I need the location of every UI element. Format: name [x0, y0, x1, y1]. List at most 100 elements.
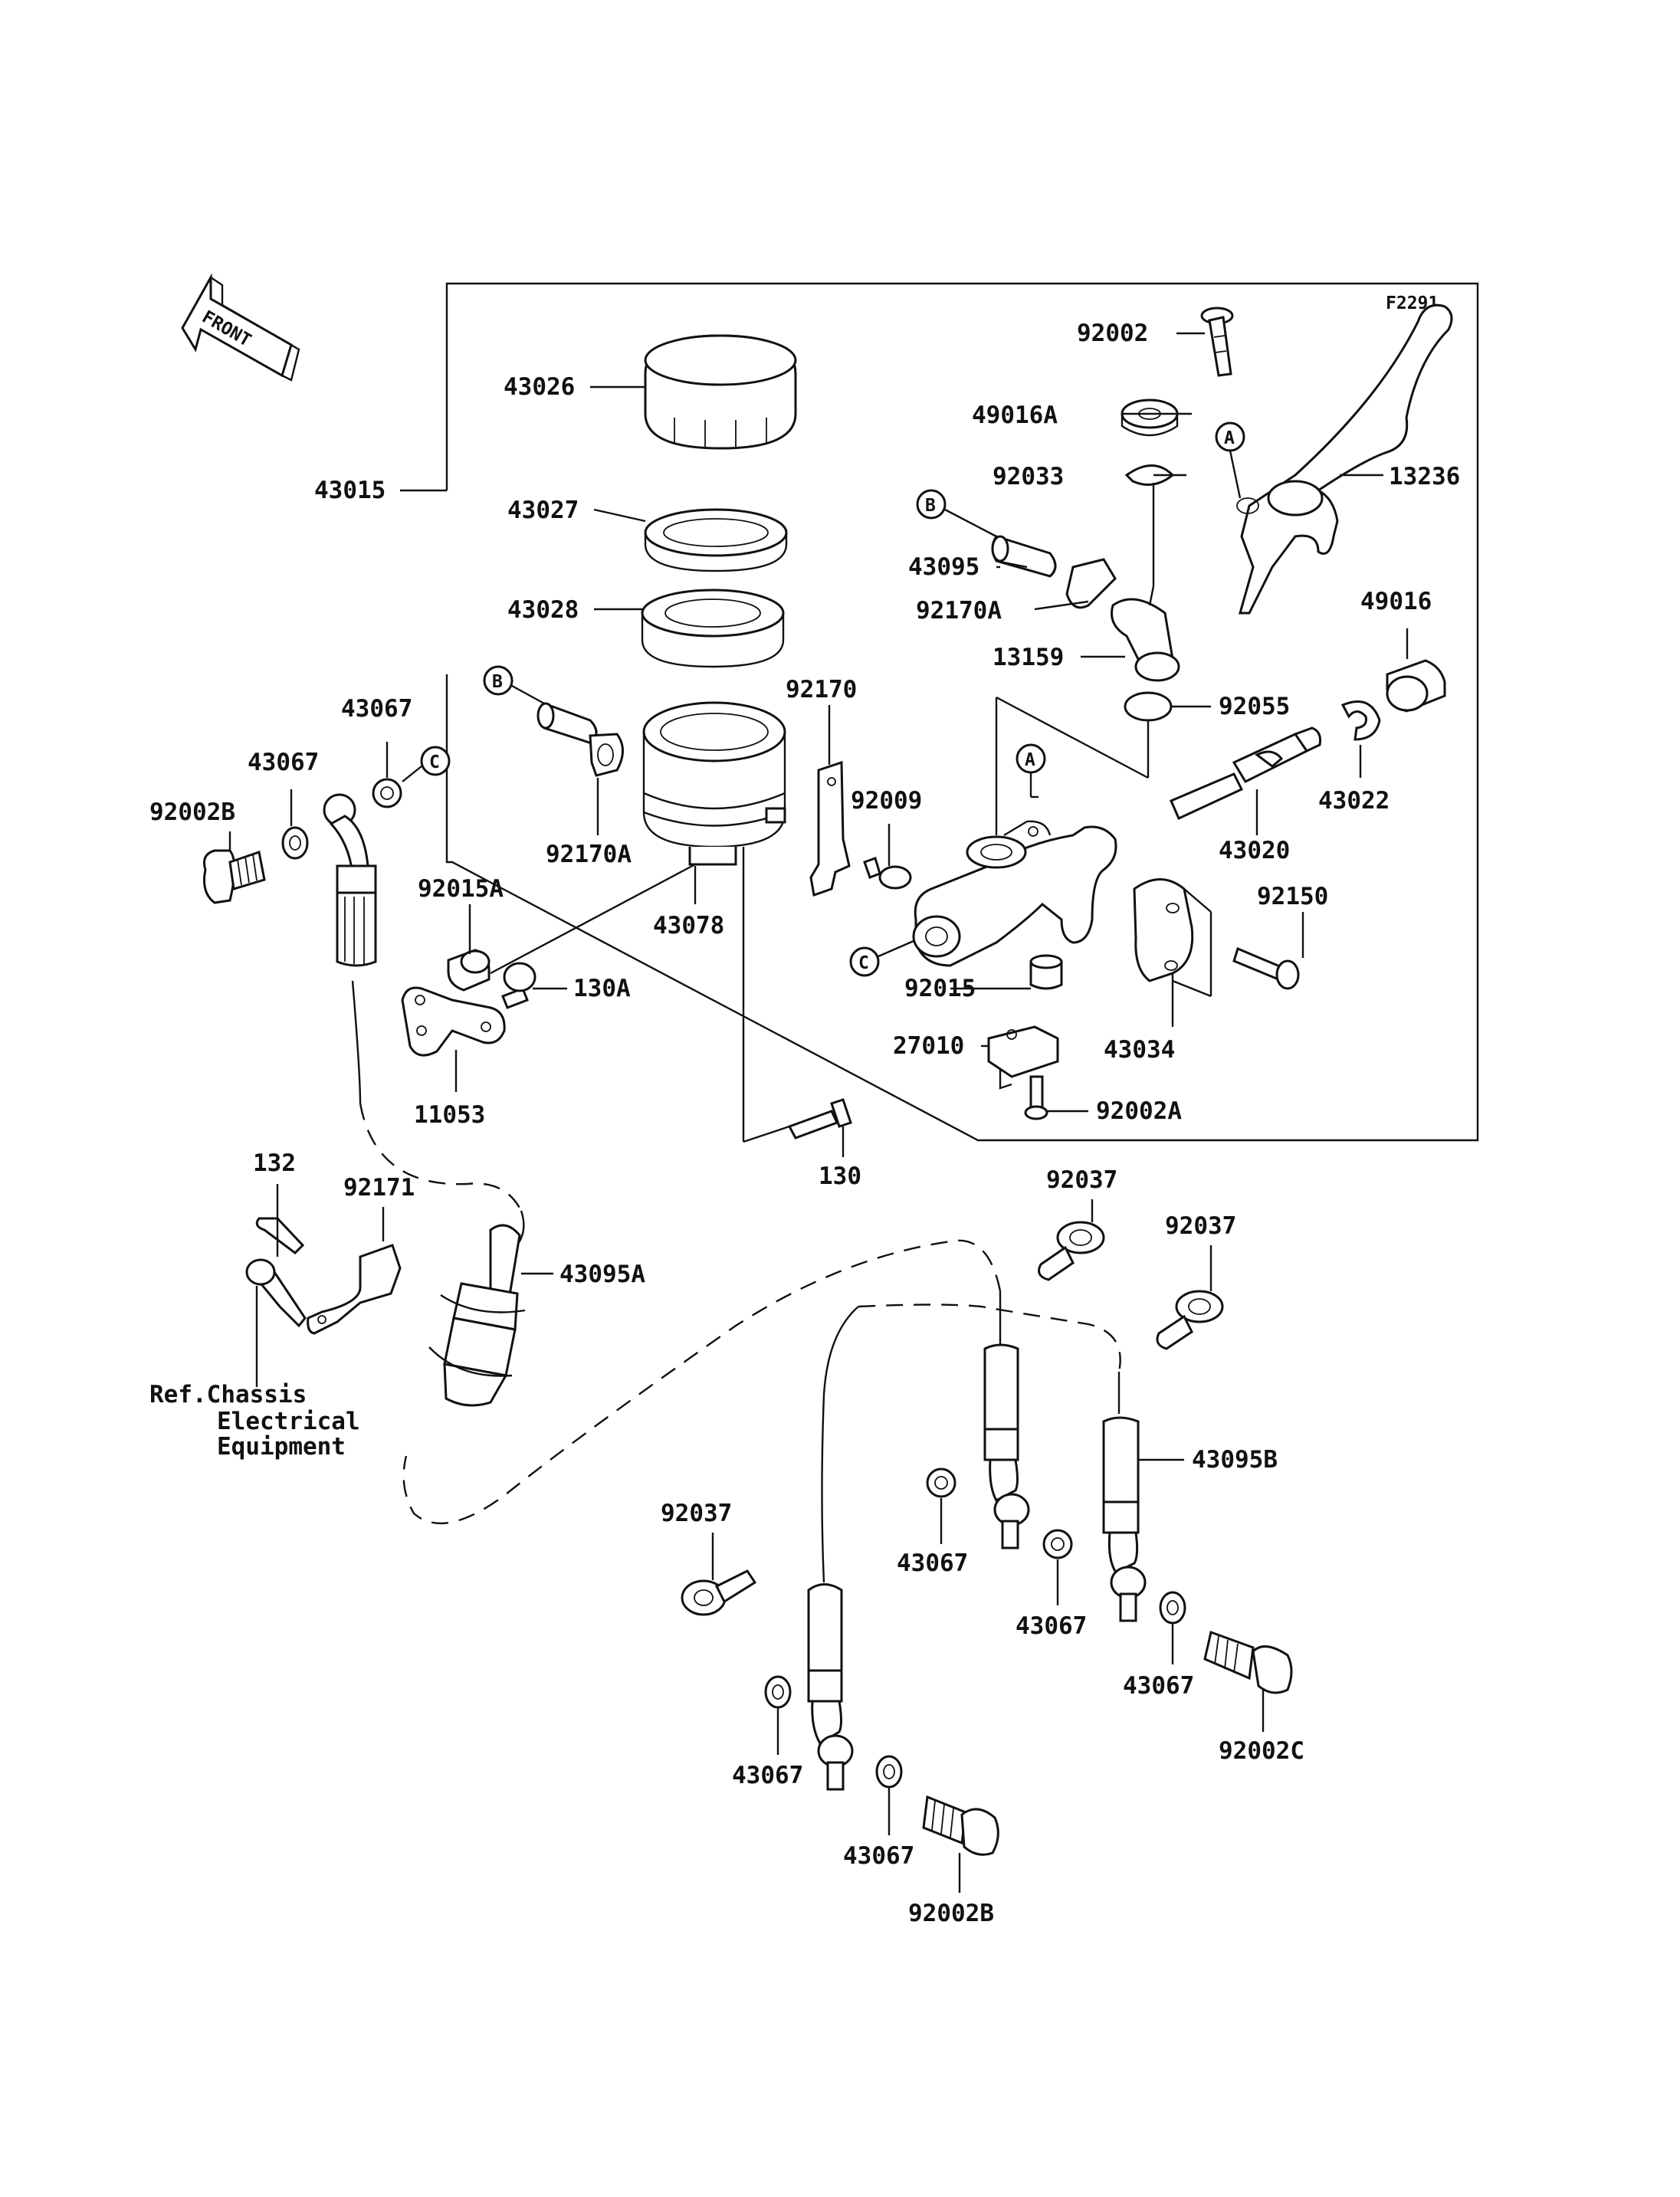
part-label-43015: 43015 [314, 477, 386, 504]
brake-lever [1236, 303, 1453, 615]
part-label-92037: 92037 [1046, 1166, 1117, 1194]
brake-hose-lower-dashed [402, 1239, 1002, 1524]
part-label-27010: 27010 [893, 1032, 964, 1060]
reservoir-hose-upper [991, 535, 1057, 578]
part-label-43034: 43034 [1104, 1036, 1175, 1064]
callout-c-body: C [849, 939, 914, 977]
master-cylinder-group-outline [445, 282, 1479, 1142]
hose-clip-a [1038, 1221, 1105, 1281]
part-label-92037: 92037 [1165, 1212, 1236, 1240]
reservoir-diaphragm [644, 508, 788, 572]
svg-text:A: A [1025, 750, 1035, 770]
hose-clip-c [681, 1569, 757, 1616]
part-label-92055: 92055 [1219, 693, 1290, 720]
callout-a-lever: A [1215, 421, 1245, 499]
part-label-43022: 43022 [1318, 787, 1390, 815]
piston-retainer [1340, 700, 1381, 741]
part-label-92170a: 92170A [546, 841, 632, 868]
brake-hose-upper-line [351, 980, 362, 1104]
lever-pivot-bolt [1200, 307, 1234, 377]
part-label-13236: 13236 [1389, 463, 1460, 490]
callout-b-left: B [483, 665, 545, 705]
part-label-43020: 43020 [1219, 837, 1290, 864]
part-label-11053: 11053 [414, 1101, 485, 1129]
svg-text:B: B [492, 672, 503, 692]
part-label-43067: 43067 [732, 1762, 803, 1789]
part-label-92002a: 92002A [1096, 1097, 1182, 1125]
hose-guide-bolt [245, 1258, 307, 1328]
callout-b-right: B [916, 489, 997, 538]
svg-text:B: B [925, 496, 936, 516]
copper-washer [1042, 1529, 1073, 1559]
copper-washer [875, 1755, 903, 1789]
clamp-bolt [1232, 946, 1300, 990]
copper-washer [281, 826, 309, 860]
part-label-13159: 13159 [993, 644, 1064, 671]
reference-note-line1: Ref.Chassis [149, 1381, 307, 1408]
diaphragm-plate [641, 589, 785, 668]
hose-clamp-right [1065, 558, 1117, 609]
hose-bracket [255, 1217, 402, 1335]
brake-hose-lower-right [1102, 1416, 1147, 1622]
reference-note-line3: Equipment [217, 1433, 346, 1461]
brake-hose-upper-dashed [359, 1103, 523, 1212]
part-label-43027: 43027 [507, 497, 579, 524]
callout-c-washer: C [402, 746, 451, 782]
part-label-43026: 43026 [504, 373, 575, 401]
hose-clamp-left [589, 733, 624, 777]
part-label-130: 130 [819, 1162, 861, 1190]
banjo-bolt-lower [922, 1795, 999, 1856]
piston-assembly [1170, 726, 1321, 821]
reservoir-collar [447, 949, 491, 992]
banjo-bolt-right [1203, 1631, 1293, 1694]
reservoir-hose-lower [536, 702, 598, 745]
part-label-43067: 43067 [1123, 1672, 1194, 1700]
part-label-43095b: 43095B [1192, 1446, 1278, 1474]
copper-washer [372, 778, 402, 808]
svg-text:A: A [1224, 428, 1235, 448]
hose-clip-b [1156, 1290, 1224, 1350]
part-label-49016: 49016 [1360, 588, 1432, 615]
part-label-92033: 92033 [993, 463, 1064, 490]
part-label-43095: 43095 [908, 553, 979, 581]
part-label-92002b: 92002B [149, 798, 235, 826]
reference-note-line2: Electrical [217, 1408, 360, 1435]
brake-hose-lower-middle [983, 1343, 1030, 1549]
brake-hose-lower-left [807, 1583, 854, 1791]
reservoir-cap [644, 334, 797, 450]
part-label-92171: 92171 [343, 1174, 415, 1202]
pivot-bushing [1386, 659, 1446, 713]
part-label-92170: 92170 [786, 676, 857, 703]
part-label-43028: 43028 [507, 596, 579, 624]
part-label-43067: 43067 [843, 1842, 914, 1870]
hose-fitting [1111, 598, 1180, 682]
part-label-92009: 92009 [851, 787, 922, 815]
part-label-43067: 43067 [897, 1549, 968, 1577]
svg-text:C: C [858, 953, 869, 973]
part-label-92015a: 92015A [418, 875, 504, 903]
part-label-92150: 92150 [1257, 883, 1328, 910]
part-label-92037: 92037 [661, 1500, 732, 1527]
brake-light-switch [987, 1025, 1059, 1090]
copper-washer [764, 1675, 792, 1709]
part-label-130a: 130A [573, 975, 631, 1002]
part-label-43067: 43067 [248, 749, 319, 776]
front-arrow-icon: FRONT [181, 273, 300, 382]
bracket-screw [863, 857, 912, 890]
part-label-92015: 92015 [904, 975, 976, 1002]
reservoir-mount-bolt [787, 1098, 852, 1139]
part-label-92170a: 92170A [916, 597, 1002, 625]
part-label-92002b: 92002B [908, 1900, 994, 1927]
part-label-43067: 43067 [1016, 1612, 1087, 1640]
bleeder-valve [1029, 954, 1063, 990]
part-label-43067: 43067 [341, 695, 412, 723]
brake-hose-main [428, 1224, 526, 1407]
part-label-43078: 43078 [653, 912, 724, 939]
callout-a-body: A [1016, 743, 1046, 798]
lever-bushing-a [1121, 398, 1179, 437]
reservoir-body [642, 701, 786, 866]
svg-text:C: C [429, 753, 440, 772]
part-label-92002: 92002 [1077, 320, 1148, 347]
part-label-132: 132 [253, 1149, 296, 1177]
